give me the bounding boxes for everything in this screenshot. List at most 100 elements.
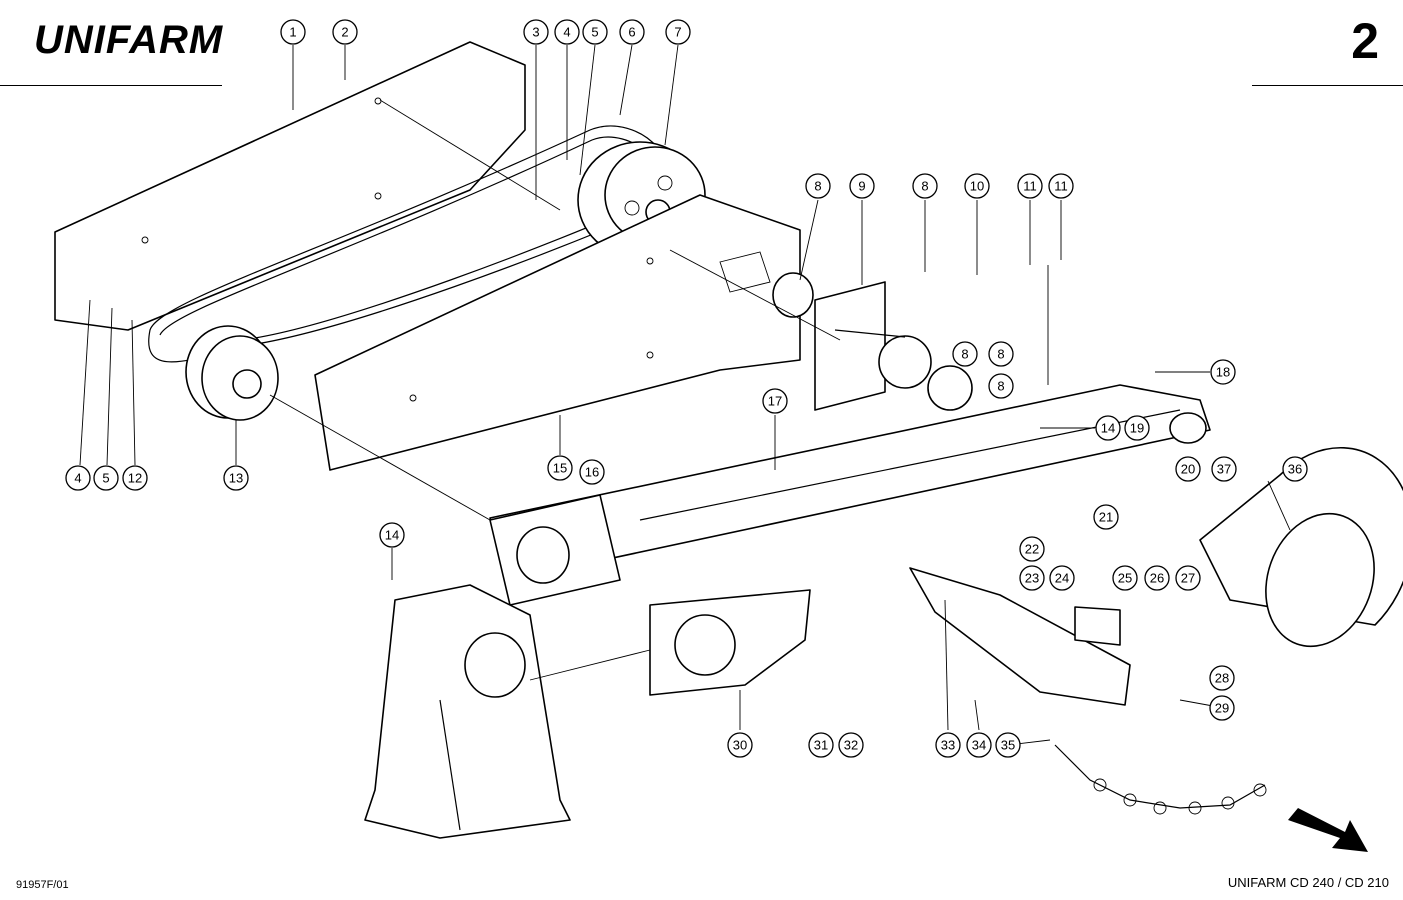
svg-text:11: 11 <box>1023 179 1037 194</box>
svg-text:17: 17 <box>768 394 782 409</box>
callout-24: 24 <box>1049 565 1075 591</box>
callout-30: 30 <box>727 732 753 758</box>
svg-text:34: 34 <box>972 738 986 753</box>
header-rule-left <box>0 85 222 86</box>
svg-text:16: 16 <box>585 465 599 480</box>
callout-4: 4 <box>65 465 91 491</box>
callout-8: 8 <box>988 373 1014 399</box>
svg-text:12: 12 <box>128 471 142 486</box>
bearing-housing <box>772 272 973 411</box>
lower-bracket-plate <box>489 494 811 696</box>
callout-2: 2 <box>332 19 358 45</box>
callout-8: 8 <box>988 341 1014 367</box>
svg-text:11: 11 <box>1054 179 1068 194</box>
belt-guard-left <box>54 41 526 331</box>
svg-text:36: 36 <box>1288 462 1302 477</box>
callout-29: 29 <box>1209 695 1235 721</box>
callout-13: 13 <box>223 465 249 491</box>
callout-21: 21 <box>1093 504 1119 530</box>
callout-5: 5 <box>93 465 119 491</box>
callout-36: 36 <box>1282 456 1308 482</box>
svg-text:1: 1 <box>289 25 296 40</box>
svg-text:28: 28 <box>1215 671 1229 686</box>
callout-32: 32 <box>838 732 864 758</box>
drawing-code: 91957F/01 <box>16 879 69 891</box>
svg-text:4: 4 <box>74 471 81 486</box>
svg-text:15: 15 <box>553 461 567 476</box>
belt-guard-right <box>314 194 801 471</box>
svg-text:8: 8 <box>814 179 821 194</box>
callout-14: 14 <box>379 522 405 548</box>
svg-text:26: 26 <box>1150 571 1164 586</box>
callout-5: 5 <box>582 19 608 45</box>
svg-text:7: 7 <box>674 25 681 40</box>
svg-text:30: 30 <box>733 738 747 753</box>
svg-text:8: 8 <box>961 347 968 362</box>
svg-text:29: 29 <box>1215 701 1229 716</box>
callout-16: 16 <box>579 459 605 485</box>
svg-text:10: 10 <box>970 179 984 194</box>
direction-arrow <box>1288 808 1368 852</box>
svg-text:23: 23 <box>1025 571 1039 586</box>
drawbar <box>909 567 1131 706</box>
safety-chain <box>1054 744 1267 815</box>
callout-15: 15 <box>547 455 573 481</box>
svg-text:24: 24 <box>1055 571 1069 586</box>
callout-33: 33 <box>935 732 961 758</box>
callout-3: 3 <box>523 19 549 45</box>
callout-26: 26 <box>1144 565 1170 591</box>
lower-pulley <box>185 325 279 421</box>
callout-9: 9 <box>849 173 875 199</box>
svg-text:4: 4 <box>563 25 570 40</box>
svg-text:22: 22 <box>1025 542 1039 557</box>
callout-14: 14 <box>1095 415 1121 441</box>
leader-lines <box>79 44 1291 746</box>
callout-10: 10 <box>964 173 990 199</box>
svg-text:8: 8 <box>997 347 1004 362</box>
svg-text:37: 37 <box>1217 462 1231 477</box>
svg-text:20: 20 <box>1181 462 1195 477</box>
callout-37: 37 <box>1211 456 1237 482</box>
svg-text:5: 5 <box>591 25 598 40</box>
svg-text:5: 5 <box>102 471 109 486</box>
callout-17: 17 <box>762 388 788 414</box>
callout-6: 6 <box>619 19 645 45</box>
svg-text:2: 2 <box>341 25 348 40</box>
svg-text:32: 32 <box>844 738 858 753</box>
svg-text:9: 9 <box>858 179 865 194</box>
svg-text:3: 3 <box>532 25 539 40</box>
svg-text:33: 33 <box>941 738 955 753</box>
svg-text:13: 13 <box>229 471 243 486</box>
pto-cone-guard <box>1199 446 1403 648</box>
callout-4: 4 <box>554 19 580 45</box>
header-rule-right <box>1252 85 1403 86</box>
callout-23: 23 <box>1019 565 1045 591</box>
brand-logo: UNIFARM <box>34 18 224 62</box>
svg-text:27: 27 <box>1181 571 1195 586</box>
callout-31: 31 <box>808 732 834 758</box>
svg-text:21: 21 <box>1099 510 1113 525</box>
callout-12: 12 <box>122 465 148 491</box>
callout-27: 27 <box>1175 565 1201 591</box>
callout-1: 1 <box>280 19 306 45</box>
callout-8: 8 <box>805 173 831 199</box>
callout-28: 28 <box>1209 665 1235 691</box>
page-number: 2 <box>1351 13 1379 69</box>
callout-7: 7 <box>665 19 691 45</box>
callout-19: 19 <box>1124 415 1150 441</box>
callout-25: 25 <box>1112 565 1138 591</box>
callout-11: 11 <box>1048 173 1074 199</box>
callout-22: 22 <box>1019 536 1045 562</box>
svg-text:8: 8 <box>997 379 1004 394</box>
callout-35: 35 <box>995 732 1021 758</box>
gearbox <box>364 584 571 839</box>
svg-text:14: 14 <box>1101 421 1115 436</box>
svg-text:6: 6 <box>628 25 635 40</box>
svg-text:14: 14 <box>385 528 399 543</box>
svg-text:19: 19 <box>1130 421 1144 436</box>
callout-11: 11 <box>1017 173 1043 199</box>
svg-text:8: 8 <box>921 179 928 194</box>
callout-8: 8 <box>952 341 978 367</box>
callout-34: 34 <box>966 732 992 758</box>
